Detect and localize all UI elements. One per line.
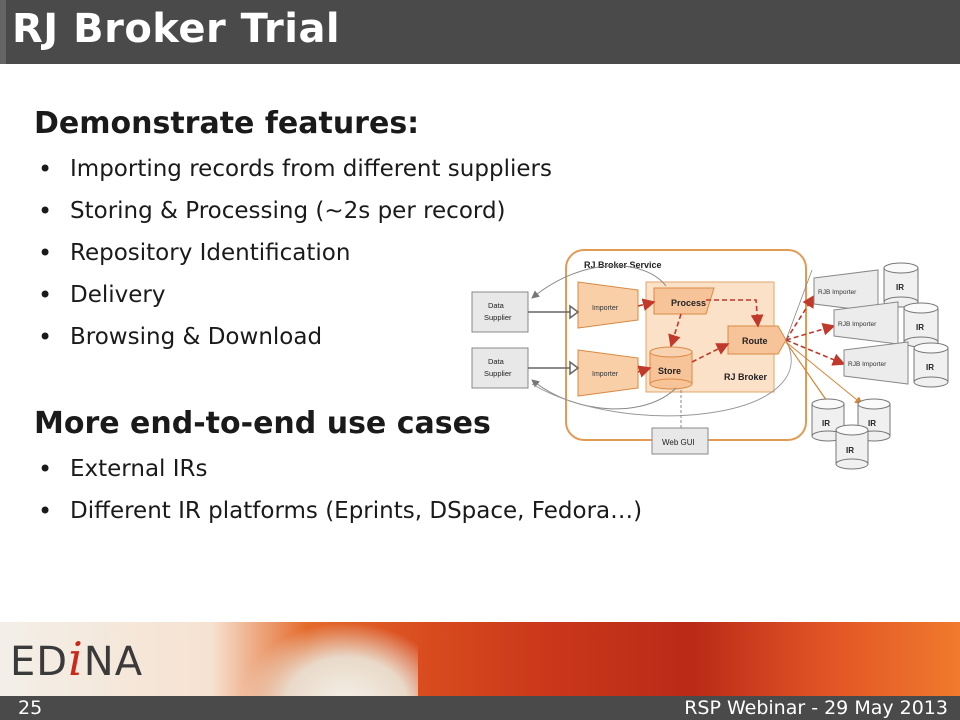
heading-features: Demonstrate features: (34, 106, 420, 141)
globe-graphic (238, 622, 418, 696)
slide-title: RJ Broker Trial (12, 6, 341, 52)
list-item: Browsing & Download (34, 316, 552, 358)
list-item: Delivery (34, 274, 552, 316)
list-item: Storing & Processing (~2s per record) (34, 190, 552, 232)
heading-use-cases: More end-to-end use cases (34, 406, 491, 441)
footer-banner (0, 622, 960, 696)
ir-repository: IR (811, 398, 845, 442)
importer-label: Importer (592, 305, 619, 312)
svg-text:RJB Importer: RJB Importer (838, 321, 877, 328)
data-supplier-box: Data Supplier (471, 347, 529, 389)
svg-text:RJB Importer: RJB Importer (848, 361, 887, 368)
broker-architecture-diagram: RJ Broker Service RJ Broker Process Stor… (471, 249, 949, 470)
svg-text:RJB Importer: RJB Importer (818, 289, 857, 296)
data-supplier-box: Data Supplier (471, 291, 529, 333)
title-bar: RJ Broker Trial (0, 0, 960, 64)
svg-text:Data: Data (488, 301, 505, 310)
list-item: Importing records from different supplie… (34, 148, 552, 190)
ir-repository: IR (903, 302, 939, 348)
web-gui-label: Web GUI (662, 438, 695, 447)
svg-text:IR: IR (868, 419, 876, 428)
ir-repository: IR (913, 342, 949, 388)
ir-repository: IR (883, 262, 919, 308)
web-gui-box (651, 427, 709, 455)
bottom-bar: 25 RSP Webinar - 29 May 2013 (0, 696, 960, 720)
store-label: Store (658, 366, 681, 376)
service-label: RJ Broker Service (584, 260, 662, 270)
ir-repository: IR (835, 424, 869, 470)
svg-text:IR: IR (846, 446, 854, 455)
features-list: Importing records from different supplie… (34, 148, 552, 358)
edina-logo: EDiNA (10, 632, 144, 686)
list-item: Repository Identification (34, 232, 552, 274)
route-label: Route (742, 336, 768, 346)
svg-text:Supplier: Supplier (484, 313, 512, 322)
svg-text:IR: IR (916, 323, 924, 332)
rjb-importer-node: RJB Importer (843, 341, 909, 385)
svg-text:IR: IR (926, 363, 934, 372)
broker-label: RJ Broker (724, 372, 768, 382)
importer-label: Importer (592, 371, 619, 378)
list-item: External IRs (34, 448, 642, 490)
svg-text:IR: IR (896, 283, 904, 292)
slide-content: Demonstrate features: Importing records … (34, 104, 934, 532)
footer-event: RSP Webinar - 29 May 2013 (684, 697, 948, 719)
slide-number: 25 (18, 697, 43, 719)
svg-text:Supplier: Supplier (484, 369, 512, 378)
title-accent (0, 0, 6, 64)
svg-text:Data: Data (488, 357, 505, 366)
store-node: Store (649, 346, 693, 390)
svg-text:IR: IR (822, 419, 830, 428)
list-item: Different IR platforms (Eprints, DSpace,… (34, 490, 642, 532)
process-label: Process (671, 298, 706, 308)
rjb-importer-node: RJB Importer (833, 301, 899, 345)
use-cases-list: External IRs Different IR platforms (Epr… (34, 448, 642, 532)
importer-node (577, 349, 639, 397)
